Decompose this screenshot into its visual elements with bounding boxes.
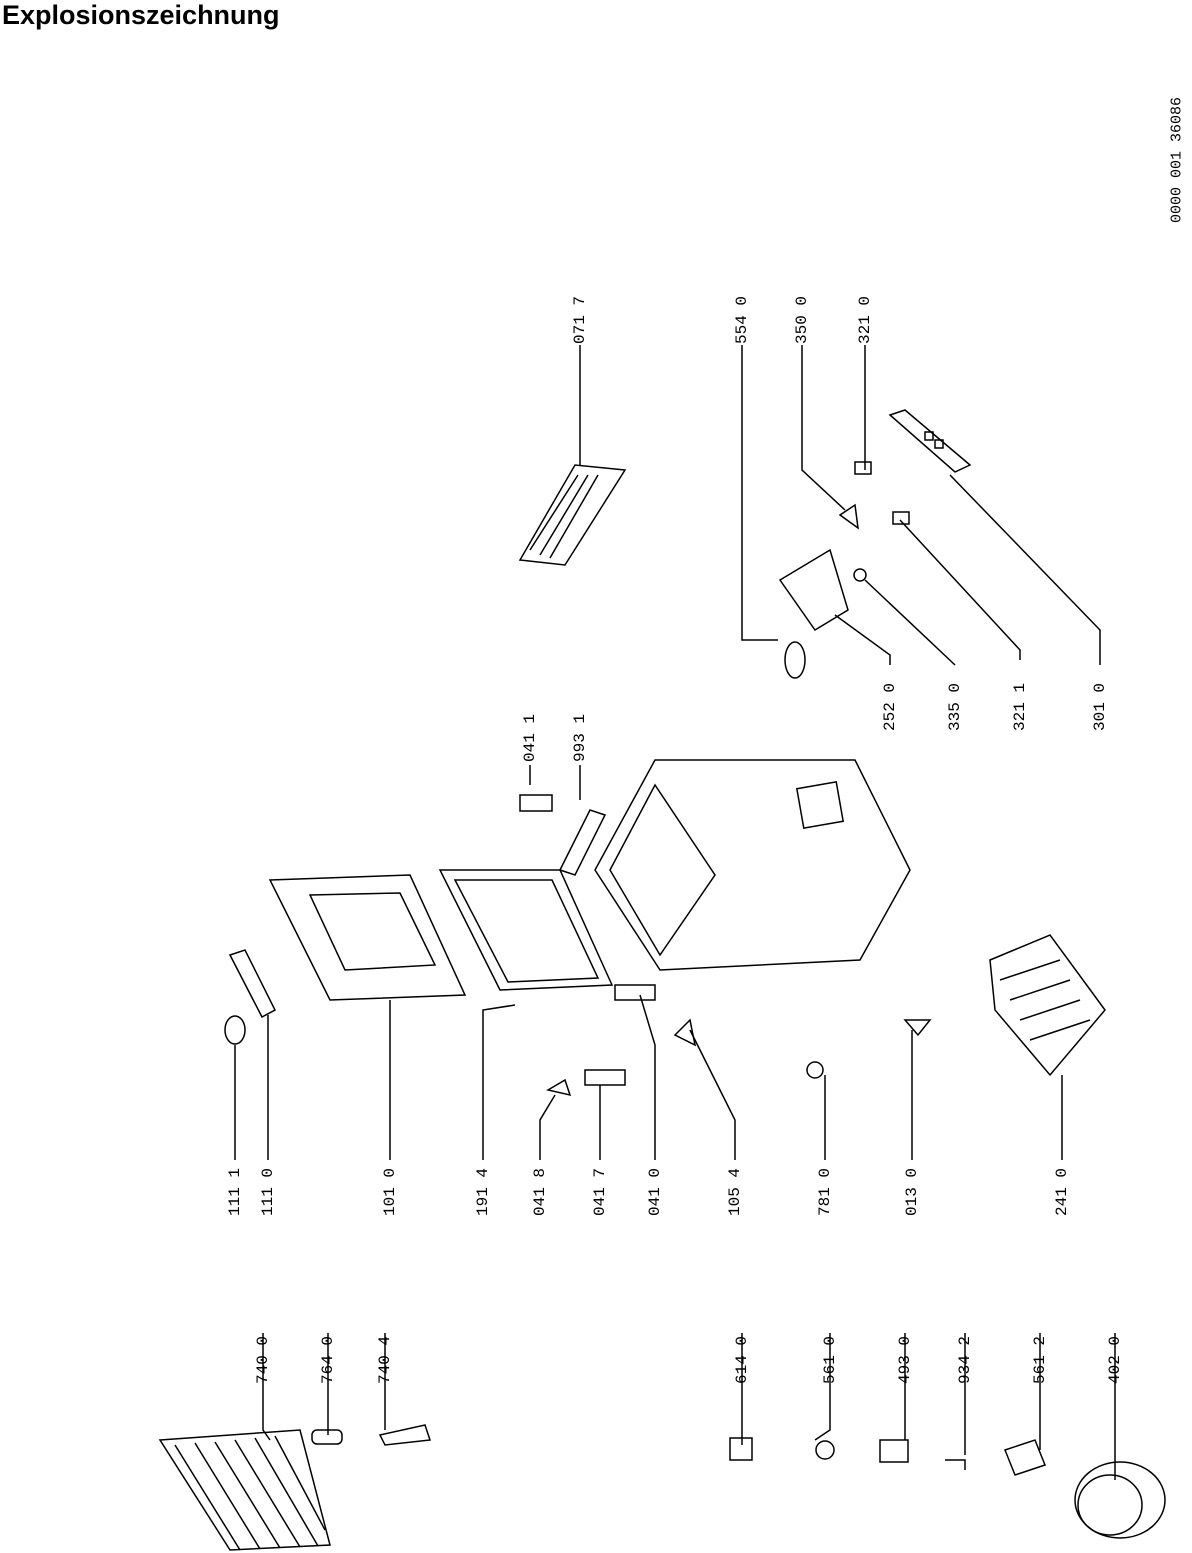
part-bracket-740-4	[378, 1424, 432, 1446]
part-knob-350-0	[838, 503, 859, 530]
label-402-0: 402 0	[1106, 1335, 1124, 1385]
label-041-8: 041 8	[531, 1167, 549, 1217]
label-071-7: 071 7	[571, 295, 589, 345]
part-hinge-pin-105-4	[673, 1018, 697, 1047]
label-111-1: 111 1	[226, 1167, 244, 1217]
label-321-1: 321 1	[1011, 682, 1029, 732]
part-sensor-554-0	[784, 641, 806, 679]
label-350-0: 350 0	[793, 295, 811, 345]
leader-lines	[234, 345, 1116, 1480]
label-561-0: 561 0	[821, 1335, 839, 1385]
part-gasket-191-4	[438, 869, 614, 991]
part-switch-321-0	[854, 461, 872, 475]
label-041-0: 041 0	[646, 1167, 664, 1217]
part-bracket-041-8	[545, 1078, 572, 1097]
label-105-4: 105 4	[726, 1167, 744, 1217]
label-191-4: 191 4	[474, 1167, 492, 1217]
label-740-4: 740 4	[376, 1335, 394, 1385]
label-241-0: 241 0	[1053, 1167, 1071, 1217]
label-554-0: 554 0	[733, 295, 751, 345]
part-strip-993-1	[558, 809, 607, 876]
page-title: Explosionszeichnung	[2, 0, 280, 30]
label-934-2: 934 2	[956, 1335, 974, 1385]
part-relay-614-0	[729, 1437, 753, 1461]
label-993-1: 993 1	[571, 713, 589, 763]
part-cabinet	[594, 759, 911, 971]
part-handle-111-1	[224, 1015, 246, 1045]
part-condenser-740-0	[158, 1429, 331, 1551]
part-door-101-0	[268, 874, 467, 1001]
label-101-0: 101 0	[381, 1167, 399, 1217]
part-overload-561-0	[815, 1440, 835, 1460]
part-thermostat-252-0	[778, 548, 849, 632]
part-panel-301-0	[888, 409, 972, 473]
label-335-0: 335 0	[946, 682, 964, 732]
label-041-7: 041 7	[591, 1167, 609, 1217]
label-041-1: 041 1	[521, 713, 539, 763]
part-starter-561-2	[1004, 1439, 1046, 1476]
label-111-0: 111 0	[259, 1167, 277, 1217]
label-301-0: 301 0	[1091, 682, 1109, 732]
label-252-0: 252 0	[881, 682, 899, 732]
part-switch-321-1	[892, 511, 910, 525]
part-shelf-071-7	[518, 464, 627, 566]
label-321-0: 321 0	[856, 295, 874, 345]
label-764-0: 764 0	[319, 1335, 337, 1385]
part-filter-dryer-764-0	[311, 1429, 343, 1445]
label-740-0: 740 0	[254, 1335, 272, 1385]
part-basket-241-0	[989, 934, 1106, 1077]
part-cap-041-7	[584, 1069, 626, 1086]
label-013-0: 013 0	[903, 1167, 921, 1217]
part-lamp-335-0	[853, 568, 867, 582]
part-handle-strip-111-0	[228, 949, 276, 1019]
part-hinge-041-0	[614, 984, 656, 1001]
part-compressor-402-0	[1074, 1461, 1166, 1539]
label-493-0: 493 0	[896, 1335, 914, 1385]
part-hinge-041-1	[519, 794, 553, 812]
label-781-0: 781 0	[816, 1167, 834, 1217]
part-drain-013-0	[903, 1019, 932, 1037]
part-cover-493-0	[879, 1439, 909, 1463]
label-614-0: 614 0	[733, 1335, 751, 1385]
label-561-2: 561 2	[1031, 1335, 1049, 1385]
part-foot-781-0	[806, 1061, 824, 1079]
part-clip-934-2	[945, 1459, 966, 1470]
